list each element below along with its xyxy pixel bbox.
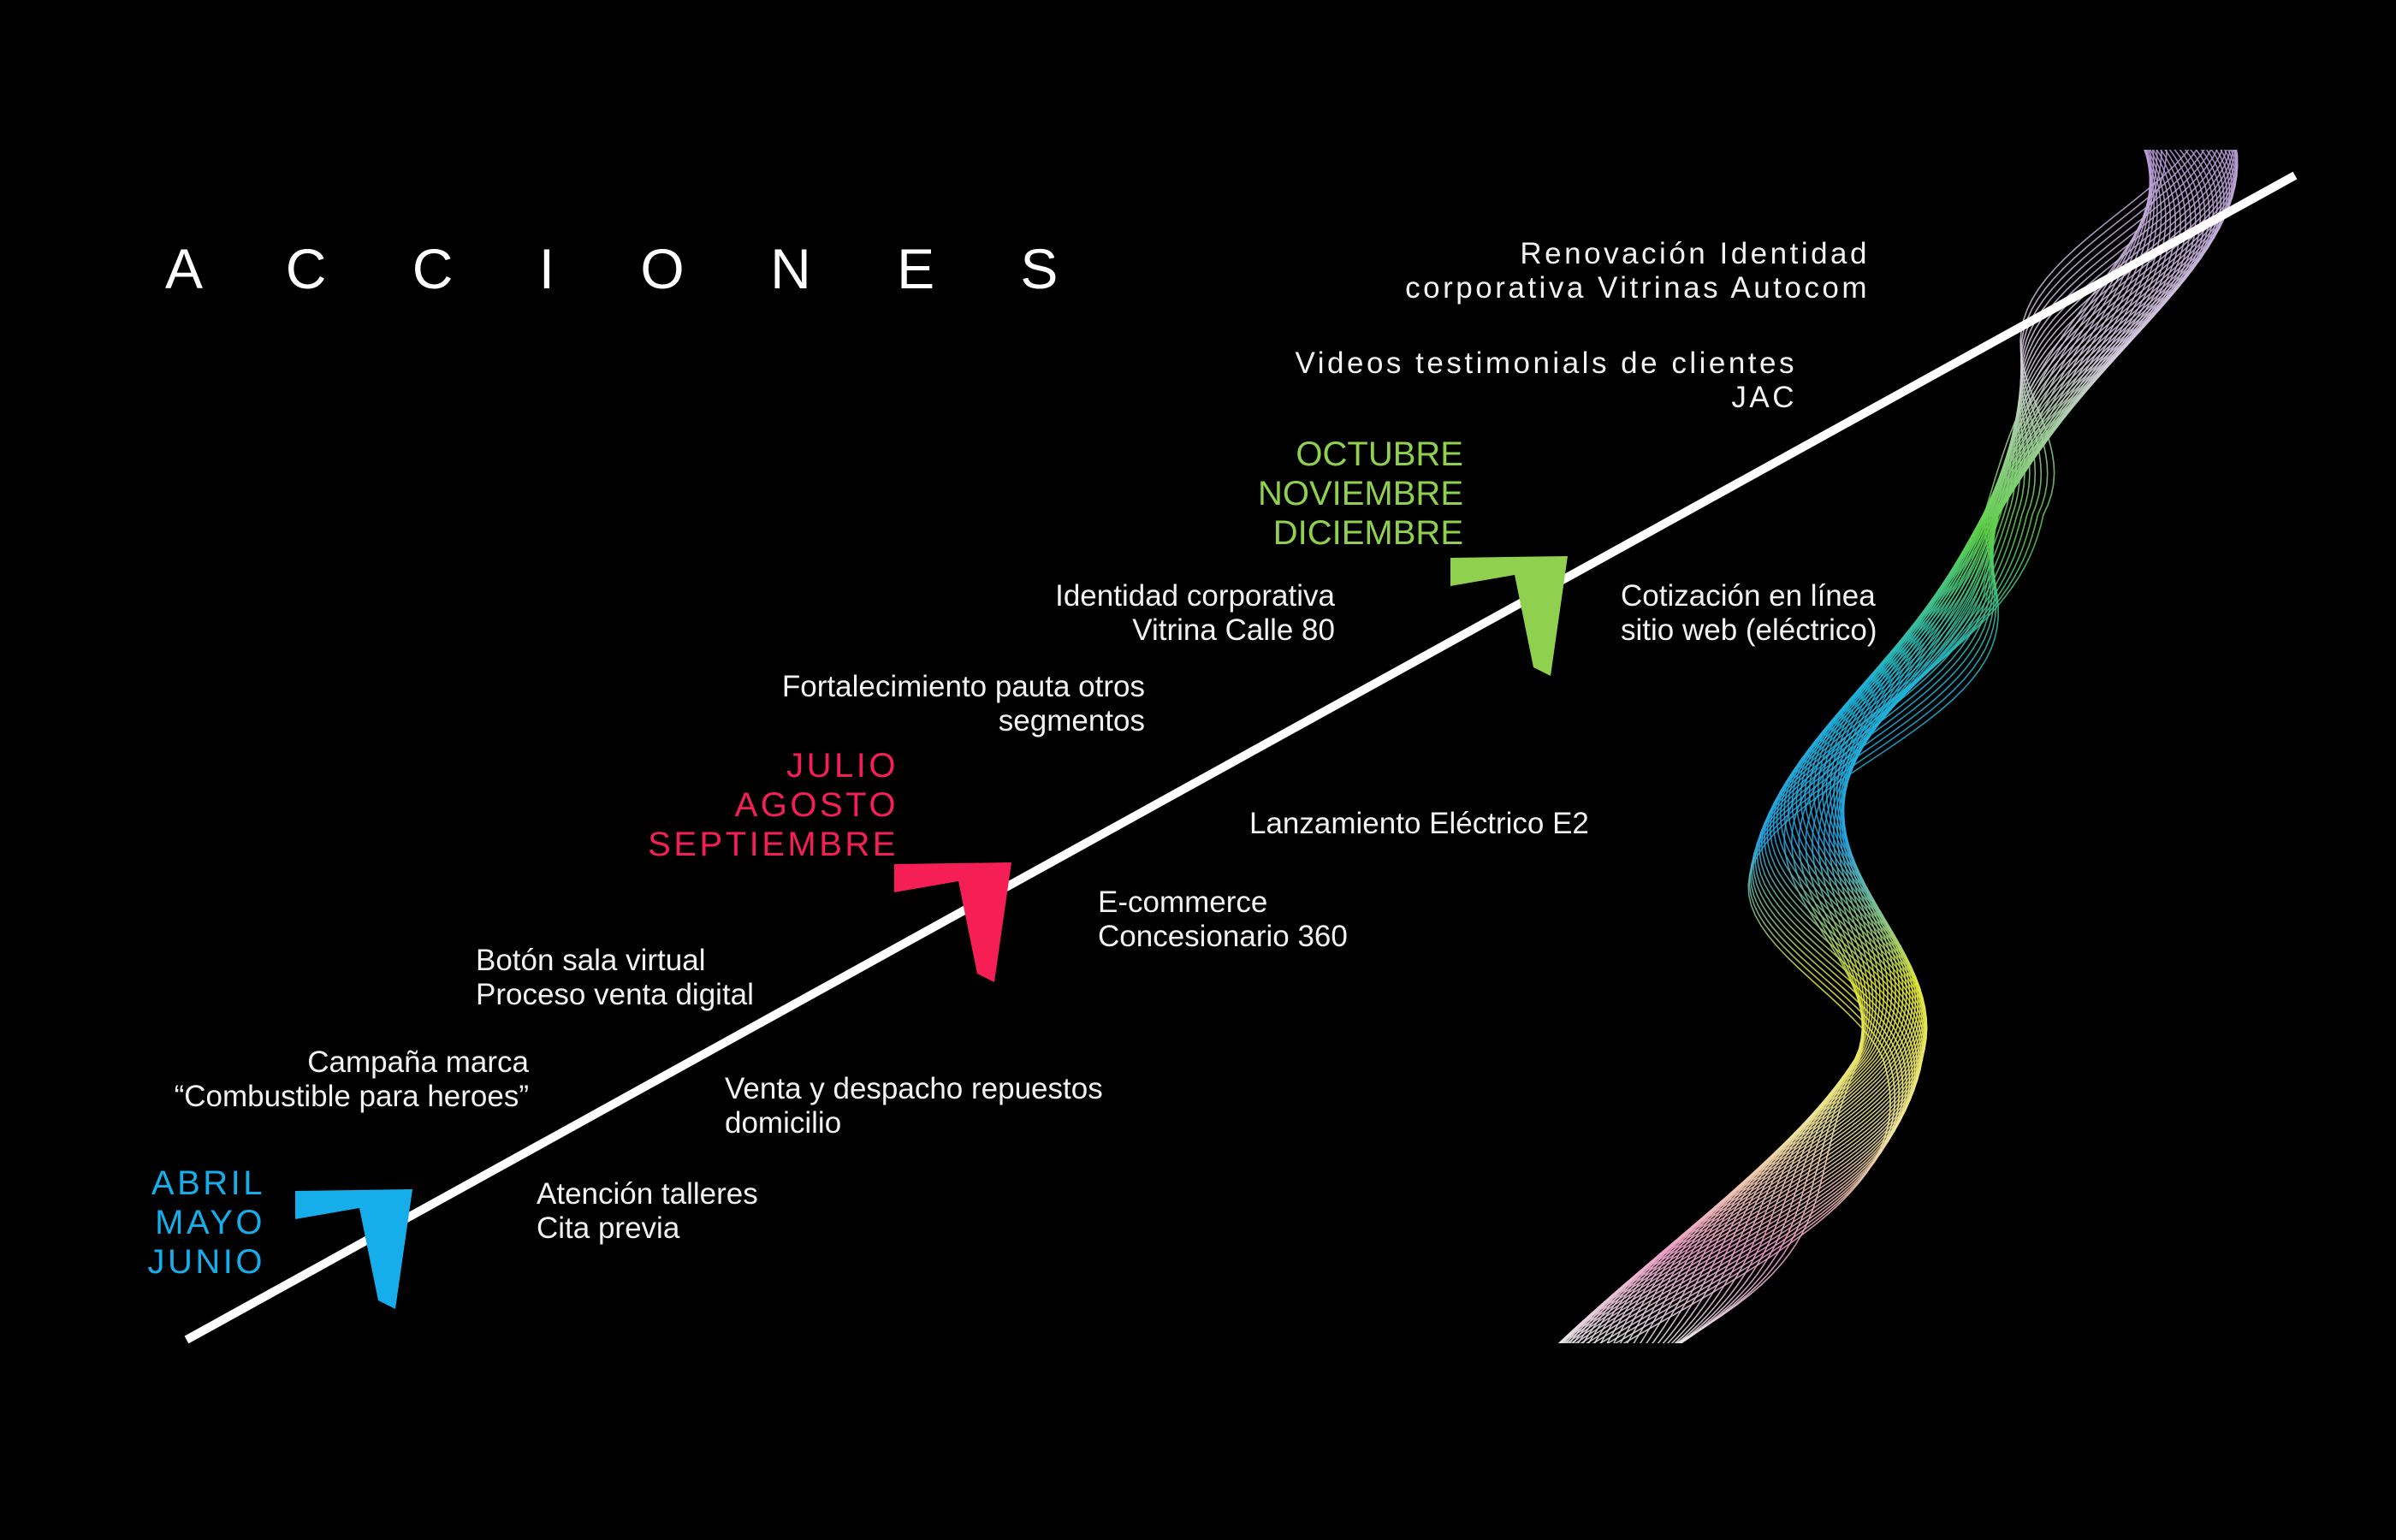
- ribbon-strand: [1678, 150, 2223, 1343]
- ribbon-strand: [1680, 150, 2212, 1343]
- ribbon-strand: [1679, 150, 2205, 1343]
- ribbon-strand: [1572, 150, 2210, 1343]
- period-month: AGOSTO: [734, 786, 898, 824]
- period-month: ABRIL: [151, 1164, 265, 1202]
- ribbon-strand: [1593, 150, 2225, 1343]
- period-month: OCTUBRE: [1296, 435, 1463, 473]
- page-title: A C C I O N E S: [165, 237, 1094, 300]
- ribbon-strand: [1587, 150, 2221, 1343]
- period-month: JUNIO: [147, 1243, 265, 1281]
- ribbon-strand: [1679, 150, 2218, 1343]
- period-month: JULIO: [786, 747, 898, 785]
- timeline-line: [184, 171, 2298, 1344]
- timeline-arrow-q2: [295, 1189, 412, 1309]
- ribbon-strand: [1569, 150, 2206, 1343]
- action-label: Lanzamiento Eléctrico E2: [1249, 807, 1589, 840]
- period-month: NOVIEMBRE: [1257, 475, 1463, 512]
- period-month: SEPTIEMBRE: [648, 826, 898, 863]
- ribbon-strand: [1577, 150, 2215, 1343]
- period-month: MAYO: [155, 1204, 265, 1241]
- ribbon-strand: [1675, 150, 2190, 1343]
- timeline-arrow-q4: [1450, 556, 1568, 676]
- action-label: Campaña marca“Combustible para heroes”: [174, 1045, 529, 1113]
- period-month: DICIEMBRE: [1272, 514, 1463, 552]
- ribbon-strand: [1582, 150, 2218, 1343]
- ribbon-strand: [1599, 150, 2228, 1343]
- timeline-arrow-q3: [894, 862, 1011, 982]
- ribbon-strand: [1676, 150, 2227, 1343]
- ribbon-strand: [1674, 150, 2231, 1343]
